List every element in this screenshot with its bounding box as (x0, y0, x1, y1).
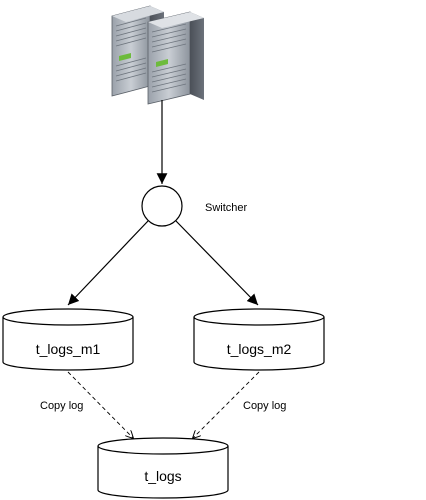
switcher-label: Switcher (205, 202, 248, 214)
database-t-logs-label: t_logs (144, 468, 181, 484)
copy-log-left-label: Copy log (40, 400, 83, 412)
edge-switcher-to-db-m2 (175, 220, 259, 306)
edge-switcher-to-db-m1 (67, 220, 149, 306)
server-rack-icon (111, 5, 204, 105)
database-t-logs-m2 (193, 308, 325, 371)
edge-copy-m1-to-main (67, 371, 133, 438)
database-t-logs-m2-label: t_logs_m2 (227, 341, 292, 357)
copy-log-right-label: Copy log (243, 400, 286, 412)
database-t-logs-m1 (2, 308, 134, 371)
database-t-logs (97, 437, 229, 499)
edge-copy-m2-to-main (193, 371, 260, 438)
database-t-logs-m1-label: t_logs_m1 (36, 341, 101, 357)
switcher-node (141, 185, 183, 227)
